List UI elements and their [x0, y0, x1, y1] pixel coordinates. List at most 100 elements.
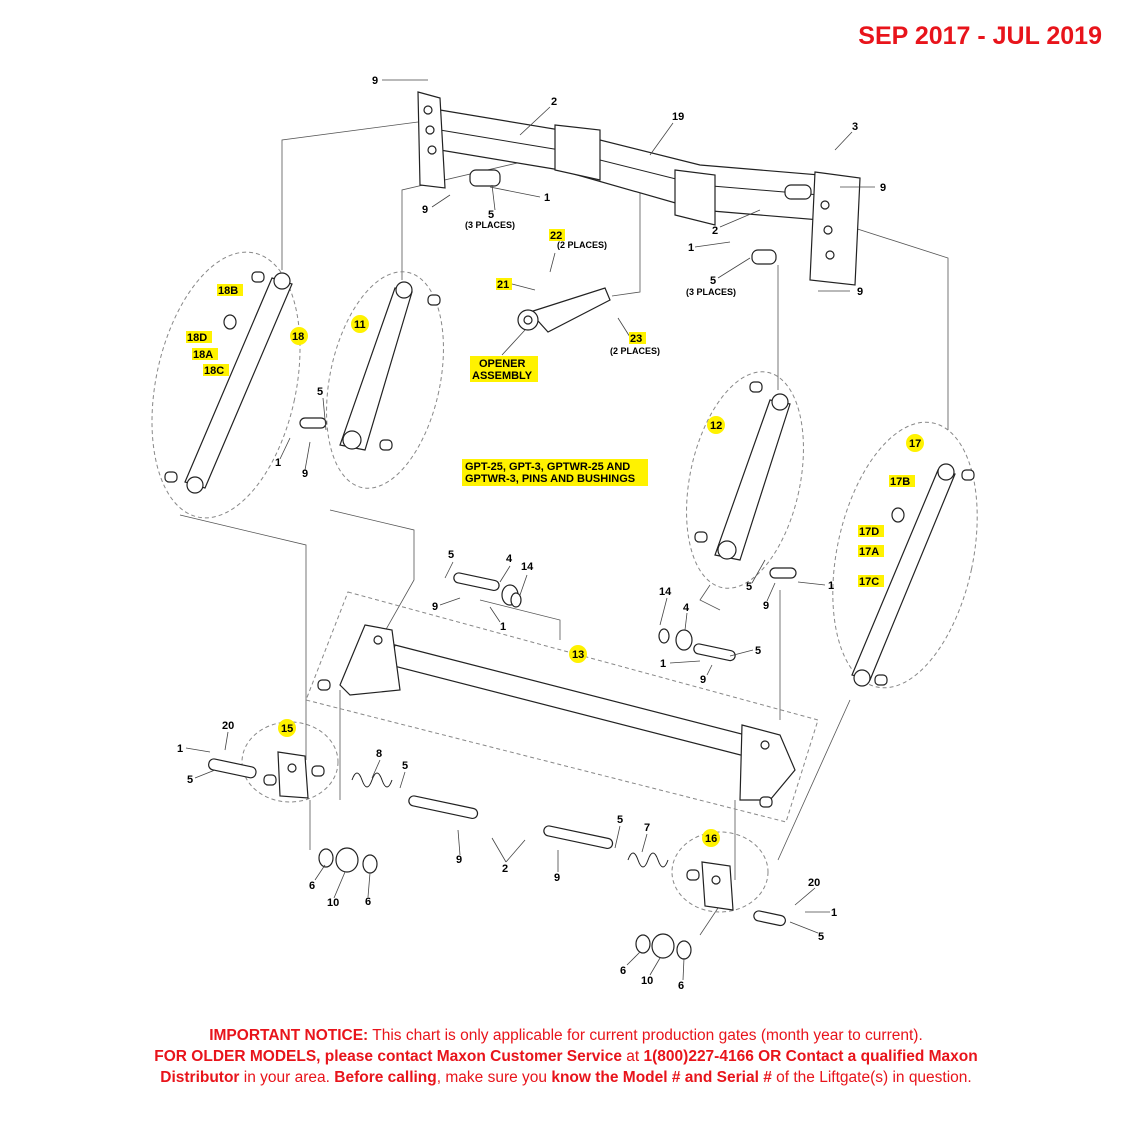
- callout-8: 8: [376, 748, 382, 760]
- callout-9: 9: [554, 872, 560, 884]
- callout-9: 9: [372, 75, 378, 87]
- notice-text: of the Liftgate(s) in question.: [771, 1069, 972, 1086]
- torsion-bar-13: [317, 624, 796, 808]
- callout-9: 9: [422, 204, 428, 216]
- notice-heading: IMPORTANT NOTICE:: [209, 1027, 369, 1044]
- pins-springs: [208, 417, 797, 927]
- note-3-places: (3 PLACES): [686, 287, 736, 297]
- arm-11: [339, 281, 441, 451]
- guide-lines: [179, 121, 949, 936]
- callout-1: 1: [500, 621, 506, 633]
- arm-18: [164, 271, 293, 494]
- note-3-places: (3 PLACES): [465, 220, 515, 230]
- callout-17: 17: [909, 438, 921, 450]
- notice-distributor: Distributor: [160, 1069, 240, 1086]
- callout-1: 1: [544, 192, 550, 204]
- callout-9: 9: [432, 601, 438, 613]
- callout-5: 5: [755, 645, 761, 657]
- arm-17: [851, 463, 975, 687]
- callout-6: 6: [365, 896, 371, 908]
- callout-9: 9: [456, 854, 462, 866]
- note-2-places: (2 PLACES): [557, 240, 607, 250]
- notice-text: in your area.: [239, 1069, 335, 1086]
- callout-5: 5: [746, 581, 752, 593]
- callout-5: 5: [710, 275, 716, 287]
- callout-9: 9: [302, 468, 308, 480]
- callout-4: 4: [683, 602, 690, 614]
- callout-13: 13: [572, 649, 584, 661]
- leader-lines: [185, 79, 875, 981]
- callout-9: 9: [880, 182, 886, 194]
- notice-text: at: [621, 1048, 644, 1065]
- center-label-2: GPTWR-3, PINS AND BUSHINGS: [465, 473, 635, 485]
- note-2-places: (2 PLACES): [610, 346, 660, 356]
- callout-3: 3: [852, 121, 858, 133]
- callout-1: 1: [828, 580, 834, 592]
- callout-20: 20: [808, 877, 820, 889]
- callout-18c: 18C: [204, 365, 224, 377]
- callout-5: 5: [617, 814, 623, 826]
- callout-1: 1: [275, 457, 281, 469]
- opener-assembly: [517, 287, 611, 333]
- callout-15: 15: [281, 723, 293, 735]
- callout-4: 4: [506, 553, 513, 565]
- notice-model-serial: know the Model # and Serial #: [551, 1069, 772, 1086]
- callout-1: 1: [831, 907, 837, 919]
- callout-12: 12: [710, 420, 722, 432]
- callout-5: 5: [488, 209, 494, 221]
- notice-phone: 1(800)227-4166 OR Contact a qualified Ma…: [643, 1048, 978, 1065]
- notice-text: This chart is only applicable for curren…: [368, 1027, 923, 1044]
- callout-18a: 18A: [193, 349, 213, 361]
- callout-5: 5: [448, 549, 454, 561]
- callout-1: 1: [688, 242, 694, 254]
- top-frame-19: [417, 91, 861, 286]
- opener-label-2: ASSEMBLY: [472, 370, 533, 382]
- callout-2: 2: [551, 96, 557, 108]
- opener-label: OPENER: [479, 358, 526, 370]
- callout-16: 16: [705, 833, 717, 845]
- callout-17d: 17D: [859, 526, 879, 538]
- callout-21: 21: [497, 279, 509, 291]
- center-label: GPT-25, GPT-3, GPTWR-25 AND: [465, 461, 630, 473]
- important-notice: IMPORTANT NOTICE: This chart is only app…: [60, 1025, 1072, 1088]
- callout-22: 22: [550, 230, 562, 242]
- callout-1: 1: [660, 658, 666, 670]
- callout-5: 5: [818, 931, 824, 943]
- callout-19: 19: [672, 111, 684, 123]
- callout-2: 2: [712, 225, 718, 237]
- callout-14: 14: [521, 561, 534, 573]
- callout-9: 9: [763, 600, 769, 612]
- callout-20: 20: [222, 720, 234, 732]
- callout-7: 7: [644, 822, 650, 834]
- callout-17a: 17A: [859, 546, 879, 558]
- callout-18: 18: [292, 331, 304, 343]
- callout-17c: 17C: [859, 576, 879, 588]
- callout-18d: 18D: [187, 332, 207, 344]
- callout-10: 10: [327, 897, 339, 909]
- notice-before-calling: Before calling: [334, 1069, 437, 1086]
- callout-14: 14: [659, 586, 672, 598]
- arm-12: [694, 381, 791, 561]
- callout-9: 9: [857, 286, 863, 298]
- callout-9: 9: [700, 674, 706, 686]
- callout-6: 6: [620, 965, 626, 977]
- dashed-groups: [151, 251, 978, 913]
- callout-23: 23: [630, 333, 642, 345]
- bracket-15: [263, 751, 325, 799]
- notice-older-models: FOR OLDER MODELS, please contact Maxon C…: [154, 1048, 622, 1065]
- callouts: 9 2 19 3 9 1 9 5 (3 PLACES) 2 1 5 (3 PLA…: [177, 75, 924, 992]
- callout-6: 6: [309, 880, 315, 892]
- bracket-16: [686, 861, 734, 911]
- notice-text: , make sure you: [436, 1069, 552, 1086]
- callout-2: 2: [502, 863, 508, 875]
- callout-11: 11: [354, 319, 366, 331]
- page-title: SEP 2017 - JUL 2019: [858, 22, 1102, 50]
- callout-10: 10: [641, 975, 653, 987]
- callout-1: 1: [177, 743, 183, 755]
- callout-17b: 17B: [890, 476, 910, 488]
- callout-18b: 18B: [218, 285, 238, 297]
- callout-5: 5: [187, 774, 193, 786]
- callout-6: 6: [678, 980, 684, 992]
- callout-5: 5: [402, 760, 408, 772]
